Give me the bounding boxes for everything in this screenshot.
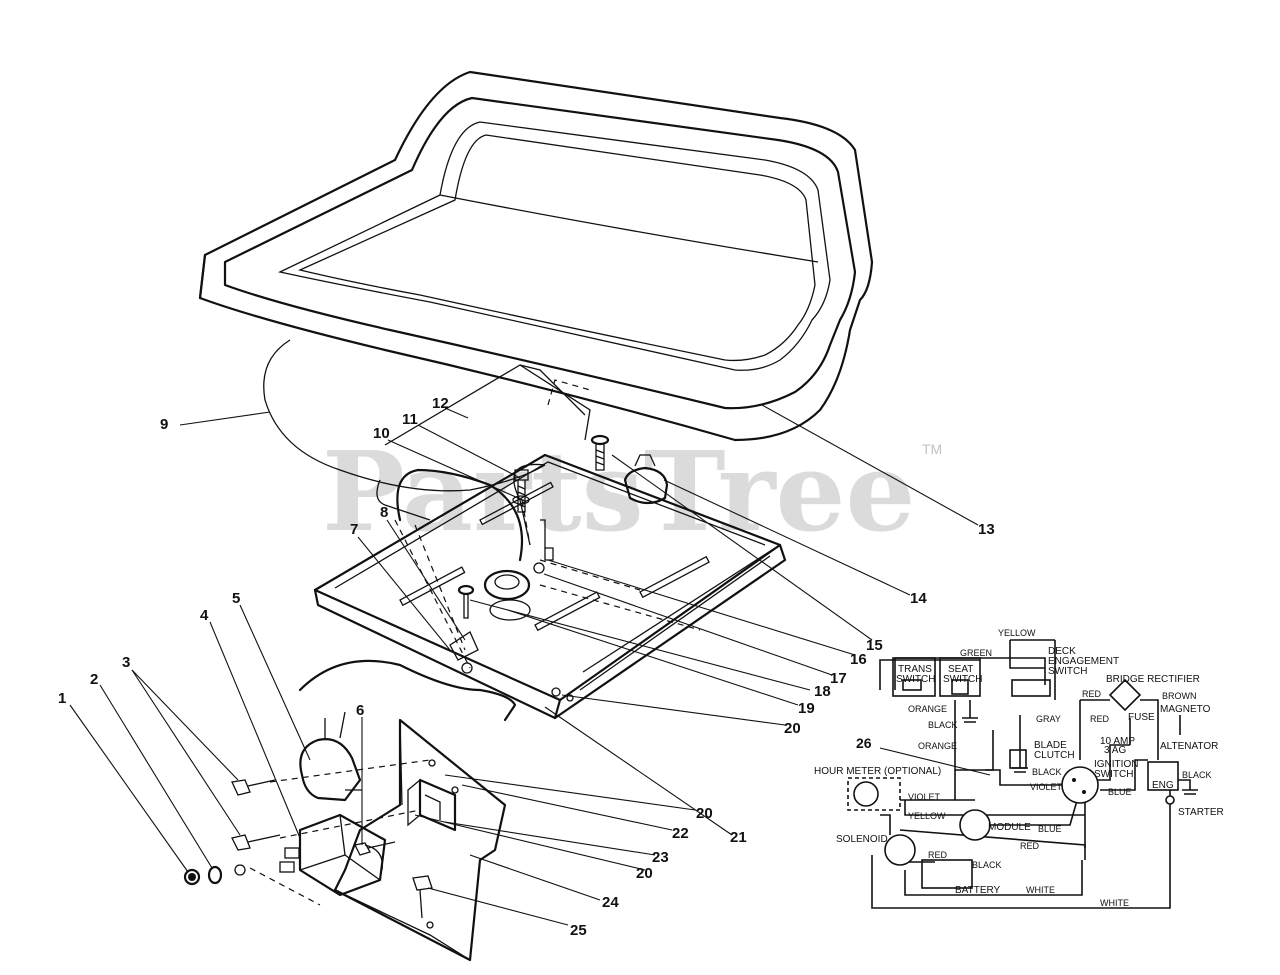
label-fuse: FUSE	[1128, 712, 1155, 723]
wire-black-3: BLACK	[1032, 767, 1062, 777]
part-label-6: 6	[356, 702, 364, 719]
wire-red-2: RED	[1090, 714, 1110, 724]
wire-red-3: RED	[1020, 841, 1040, 851]
label-deck-2: ENGAGEMENT	[1048, 656, 1119, 667]
wire-harness	[396, 468, 524, 562]
label-magneto: MAGNETO	[1160, 704, 1211, 715]
wire-black-1: BLACK	[928, 720, 958, 730]
label-deck-3: SWITCH	[1048, 666, 1087, 677]
watermark-tm: TM	[922, 441, 942, 457]
label-trans-switch-2: SWITCH	[896, 674, 935, 685]
part-label-2: 2	[90, 671, 98, 688]
wire-yellow-top: YELLOW	[998, 628, 1036, 638]
wire-blue-2: BLUE	[1038, 824, 1062, 834]
wire-yellow-2: YELLOW	[908, 811, 946, 821]
part-label-14: 14	[910, 590, 927, 607]
label-fuse-rating-1: 10 AMP	[1100, 736, 1135, 747]
callout-leaders	[69, 404, 979, 926]
seat-drawing	[198, 70, 874, 492]
wire-white-2: WHITE	[1100, 898, 1129, 908]
label-trans-switch-1: TRANS	[898, 664, 932, 675]
part-label-4: 4	[200, 607, 209, 624]
wire-orange-1: ORANGE	[908, 704, 947, 714]
switch-4	[279, 813, 387, 897]
wire-red-4: RED	[928, 850, 948, 860]
part-label-16: 16	[850, 651, 867, 668]
screw-17	[533, 519, 554, 574]
screws	[231, 759, 433, 919]
label-seat-switch-1: SEAT	[948, 664, 973, 675]
part-label-21: 21	[730, 829, 747, 846]
label-callout-26: 26	[856, 735, 872, 751]
wire-red-1: RED	[1082, 689, 1102, 699]
part-label-22: 22	[672, 825, 689, 842]
bolt-14	[590, 434, 610, 471]
small-parts-7-8	[394, 379, 701, 674]
wiring-schematic: TRANS SWITCH SEAT SWITCH DECK ENGAGEMENT…	[814, 628, 1224, 909]
grommet-19	[483, 569, 531, 621]
part-label-9: 9	[160, 416, 168, 433]
label-seat-switch-2: SWITCH	[943, 674, 982, 685]
wire-violet-1: VIOLET	[1030, 782, 1063, 792]
part-label-25: 25	[570, 922, 587, 939]
part-label-13: 13	[978, 521, 995, 538]
part-label-1: 1	[58, 690, 66, 707]
part-label-7: 7	[350, 521, 358, 538]
part-label-24: 24	[602, 894, 619, 911]
wire-blue-1: BLUE	[1108, 787, 1132, 797]
bolt-10-11	[512, 469, 530, 513]
part-label-15: 15	[866, 637, 883, 654]
part-label-10: 10	[373, 425, 390, 442]
wire-harness-lower	[298, 659, 517, 722]
wire-white-1: WHITE	[1026, 885, 1055, 895]
label-altenator: ALTENATOR	[1160, 741, 1218, 752]
part-label-19: 19	[798, 700, 815, 717]
relay-23	[407, 778, 457, 832]
label-hour-meter: HOUR METER (OPTIONAL)	[814, 766, 941, 777]
wire-gray: GRAY	[1036, 714, 1061, 724]
part-label-3: 3	[122, 654, 130, 671]
part-label-23: 23	[652, 849, 669, 866]
bumper-15	[623, 454, 669, 505]
switch-bracket-24	[333, 718, 507, 962]
part-label-12: 12	[432, 395, 449, 412]
label-battery: BATTERY	[955, 885, 1001, 896]
label-blade-clutch-2: CLUTCH	[1034, 750, 1075, 761]
wire-black-4: BLACK	[972, 860, 1002, 870]
part-label-20a: 20	[784, 720, 801, 737]
label-fuse-rating-2: 3 AG	[1104, 745, 1126, 756]
label-solenoid: SOLENOID	[836, 834, 888, 845]
part-label-18: 18	[814, 683, 831, 700]
label-ignition-1: IGNITION	[1094, 759, 1138, 770]
wire-brown: BROWN	[1162, 691, 1197, 701]
label-blade-clutch-1: BLADE	[1034, 740, 1067, 751]
part-label-17: 17	[830, 670, 847, 687]
watermark-text: PartsTree	[322, 427, 916, 556]
part-label-20c: 20	[636, 865, 653, 882]
wire-orange-2: ORANGE	[918, 741, 957, 751]
label-bridge-rectifier: BRIDGE RECTIFIER	[1106, 674, 1200, 685]
part-label-20b: 20	[696, 805, 713, 822]
label-ignition-2: SWITCH	[1094, 769, 1133, 780]
sensor-5	[299, 711, 362, 802]
pin-18	[457, 584, 475, 619]
part-labels: 1 2 3 4 5 6 7 8 9 10 11 12 13 14 15 16 1…	[58, 395, 995, 939]
part-label-5: 5	[232, 590, 240, 607]
nuts-1-2	[183, 864, 321, 906]
label-module: MODULE	[988, 822, 1031, 833]
label-starter: STARTER	[1178, 807, 1224, 818]
part-label-11: 11	[402, 411, 418, 428]
wire-violet-2: VIOLET	[908, 792, 941, 802]
label-eng: ENG	[1152, 780, 1174, 791]
wire-green: GREEN	[960, 648, 992, 658]
part-label-8: 8	[380, 504, 388, 521]
wire-black-2: BLACK	[1182, 770, 1212, 780]
label-deck-1: DECK	[1048, 646, 1076, 657]
